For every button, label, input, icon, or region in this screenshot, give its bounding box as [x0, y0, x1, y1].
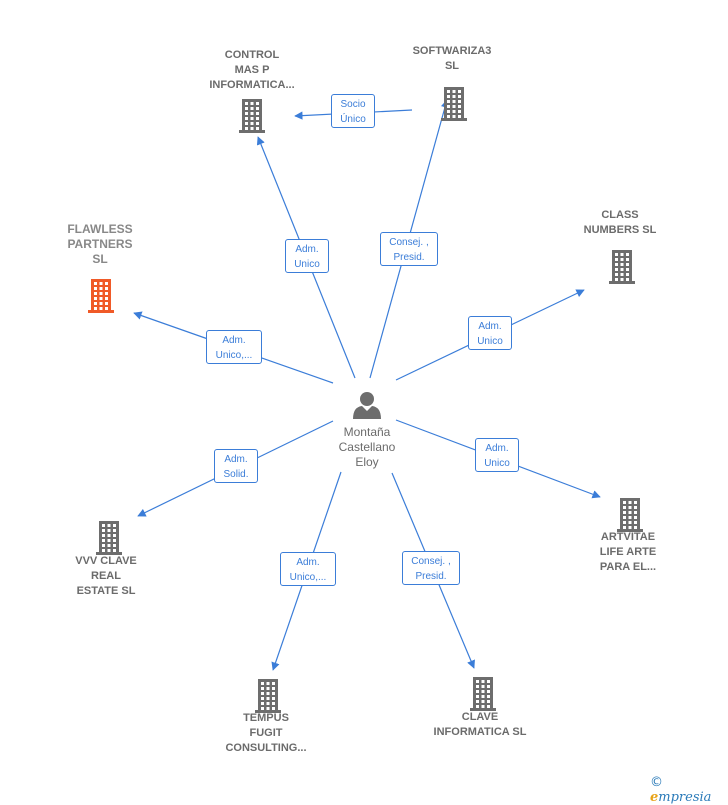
- softwariza3-building-icon[interactable]: [441, 87, 467, 121]
- copyright-symbol: ©: [650, 775, 663, 790]
- edge-label-softwariza3[interactable]: Consej. , Presid.: [380, 232, 438, 266]
- edge-label-tempus[interactable]: Adm. Unico,...: [280, 552, 336, 586]
- company-label-flawless[interactable]: FLAWLESS PARTNERS SL: [67, 222, 133, 266]
- tempus-building-icon[interactable]: [255, 679, 281, 713]
- company-label-control[interactable]: CONTROL MAS P INFORMATICA...: [209, 49, 295, 91]
- brand-name: mpresia: [658, 790, 712, 805]
- edge-label-flawless[interactable]: Adm. Unico,...: [206, 330, 262, 364]
- company-label-softwariza3[interactable]: SOFTWARIZA3 SL: [412, 45, 492, 72]
- control-building-icon[interactable]: [239, 99, 265, 133]
- flawless-building-icon[interactable]: [88, 279, 114, 313]
- edge-label-control[interactable]: Adm. Unico: [285, 239, 329, 273]
- icons-layer: [88, 87, 643, 713]
- company-label-artvitae[interactable]: ARTVITAE LIFE ARTE PARA EL...: [599, 531, 657, 573]
- vvv-building-icon[interactable]: [96, 521, 122, 555]
- edge-label-class[interactable]: Adm. Unico: [468, 316, 512, 350]
- edge-label-clave[interactable]: Consej. , Presid.: [402, 551, 460, 585]
- clave-building-icon[interactable]: [470, 677, 496, 711]
- person-icon[interactable]: [353, 392, 381, 419]
- company-label-vvv[interactable]: VVV CLAVE REAL ESTATE SL: [75, 555, 137, 597]
- edges-layer: [133, 99, 601, 671]
- center-person-name: Montaña Castellano Eloy: [338, 425, 396, 469]
- empresia-brand[interactable]: © empresia: [650, 775, 728, 805]
- edge-label-artvitae[interactable]: Adm. Unico: [475, 438, 519, 472]
- artvitae-building-icon[interactable]: [617, 498, 643, 532]
- company-label-tempus[interactable]: TEMPUS FUGIT CONSULTING...: [225, 712, 307, 754]
- edge-label-softwariza3-to-control[interactable]: Socio Único: [331, 94, 375, 128]
- company-label-clave[interactable]: CLAVE INFORMATICA SL: [433, 711, 527, 738]
- company-label-class[interactable]: CLASS NUMBERS SL: [583, 209, 657, 236]
- class-building-icon[interactable]: [609, 250, 635, 284]
- edge-label-vvv[interactable]: Adm. Solid.: [214, 449, 258, 483]
